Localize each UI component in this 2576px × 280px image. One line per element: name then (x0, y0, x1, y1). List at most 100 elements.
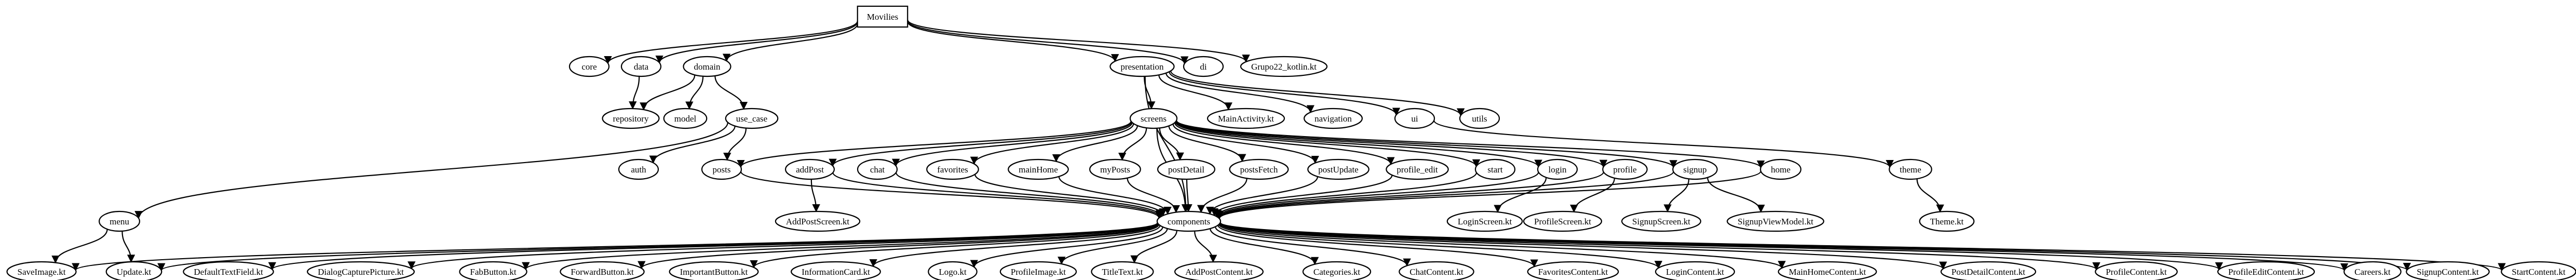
node-label: Categories.kt (1313, 267, 1360, 277)
node-mainhomecontent: MainHomeContent.kt (1778, 261, 1877, 280)
edge-menu-to-saveimage (51, 229, 108, 264)
node-model: model (663, 108, 708, 129)
node-shape (1602, 158, 1648, 180)
node-addpost: addPost (784, 158, 835, 180)
node-label: InformationCard.kt (802, 267, 870, 277)
node-home: home (1760, 158, 1801, 180)
node-signupcontent: SignupContent.kt (2406, 261, 2490, 280)
node-label: AddPostContent.kt (1185, 267, 1253, 277)
node-titletext: TitleText.kt (1091, 261, 1154, 280)
node-label: TitleText.kt (1102, 267, 1143, 277)
edge-screens-to-start (1175, 121, 1481, 168)
node-shape (1621, 210, 1702, 232)
node-shape (1174, 261, 1264, 280)
node-shape (602, 108, 660, 129)
edge-ui-to-theme (1433, 120, 1894, 168)
node-mainhome: mainHome (1008, 158, 1069, 180)
node-label: SignupScreen.kt (1632, 217, 1690, 226)
edge-screens-to-myposts (1118, 128, 1147, 161)
edge-presentation-to-ui (1169, 71, 1401, 116)
node-fabbutton: FabButton.kt (459, 261, 527, 280)
node-chat: chat (857, 158, 898, 180)
node-shape (857, 158, 898, 180)
node-label: navigation (1314, 114, 1352, 124)
node-shape (669, 261, 759, 280)
edge-postsfetch-to-components (1197, 178, 1248, 214)
node-presentation: presentation (1109, 56, 1175, 77)
edge-root-to-core (604, 20, 858, 64)
node-label: components (1168, 217, 1210, 226)
node-logincontent: LoginContent.kt (1655, 261, 1736, 280)
edge-presentation-to-components (1144, 76, 1190, 212)
node-shape (99, 210, 140, 232)
node-label: Update.kt (117, 267, 152, 277)
node-favoritescontent: FavoritesContent.kt (1527, 261, 1619, 280)
node-shape (1889, 158, 1932, 180)
node-shape (857, 5, 909, 28)
edge-screens-to-postdetail (1159, 128, 1184, 161)
edge-myposts-to-components (1127, 178, 1180, 214)
node-shape (1091, 261, 1154, 280)
edge-start-to-components (1213, 172, 1477, 218)
node-label: ProfileImage.kt (1011, 267, 1066, 277)
node-dialogcapture: DialogCapturePicture.kt (307, 261, 415, 280)
node-label: Theme.kt (1930, 217, 1964, 226)
node-label: ProfileContent.kt (2106, 267, 2167, 277)
node-careers: Careers.kt (2343, 261, 2402, 280)
edge-theme-to-themekt (1916, 179, 1944, 213)
node-label: auth (631, 165, 646, 175)
node-shape (663, 108, 708, 129)
node-shape (1156, 210, 1222, 232)
node-addpostcontent: AddPostContent.kt (1174, 261, 1264, 280)
edge-components-to-importantbutton (750, 224, 1160, 269)
node-di: di (1183, 56, 1224, 77)
edge-components-to-logo (970, 226, 1163, 268)
node-label: Careers.kt (2354, 267, 2391, 277)
node-label: FavoritesContent.kt (1538, 267, 1608, 277)
node-label: ForwardButton.kt (571, 267, 634, 277)
node-shape (2095, 261, 2178, 280)
node-shape (1459, 108, 1500, 129)
node-shape (926, 158, 979, 180)
node-label: DialogCapturePicture.kt (318, 267, 404, 277)
node-shape (2217, 261, 2315, 280)
node-label: DefaultTextField.kt (194, 267, 263, 277)
edge-postdetail-to-components (1184, 179, 1192, 212)
node-label: ui (1411, 114, 1418, 124)
node-components: components (1156, 210, 1222, 232)
node-shape (683, 56, 731, 77)
node-shape (620, 56, 662, 77)
node-label: MainHomeContent.kt (1789, 267, 1866, 277)
edge-presentation-to-navigation (1165, 73, 1314, 113)
edge-presentation-to-utils (1170, 71, 1465, 116)
node-shape (1206, 108, 1285, 129)
edge-home-to-components (1215, 170, 1761, 220)
node-profilescreen: ProfileScreen.kt (1523, 210, 1603, 232)
edge-screens-to-profile_edit (1174, 122, 1395, 165)
node-label: postUpdate (1318, 165, 1358, 175)
node-themekt: Theme.kt (1919, 210, 1975, 232)
node-data: data (620, 56, 662, 77)
node-label: Movilies (867, 12, 898, 22)
node-label: di (1200, 62, 1207, 72)
edge-screens-to-signup (1175, 120, 1677, 168)
edge-components-to-profilecontent (1219, 222, 2100, 271)
edge-mainhome-to-components (1058, 176, 1172, 215)
edge-components-to-titletext (1130, 230, 1177, 264)
edge-login-to-loginscreen (1494, 177, 1547, 213)
node-label: menu (110, 217, 129, 226)
node-profile-edit: profile_edit (1386, 158, 1449, 180)
node-label: AddPostScreen.kt (786, 217, 850, 226)
node-label: ProfileEditContent.kt (2228, 267, 2304, 277)
edge-domain-to-use_case (714, 75, 748, 110)
edge-presentation-to-screens (1144, 76, 1156, 110)
node-label: home (1771, 165, 1791, 175)
node-shape (1302, 261, 1372, 280)
node-shape (1655, 261, 1736, 280)
node-shape (1229, 158, 1289, 180)
node-label: MainActivity.kt (1218, 114, 1274, 124)
edge-screens-to-login (1175, 121, 1542, 168)
node-shape (999, 261, 1077, 280)
